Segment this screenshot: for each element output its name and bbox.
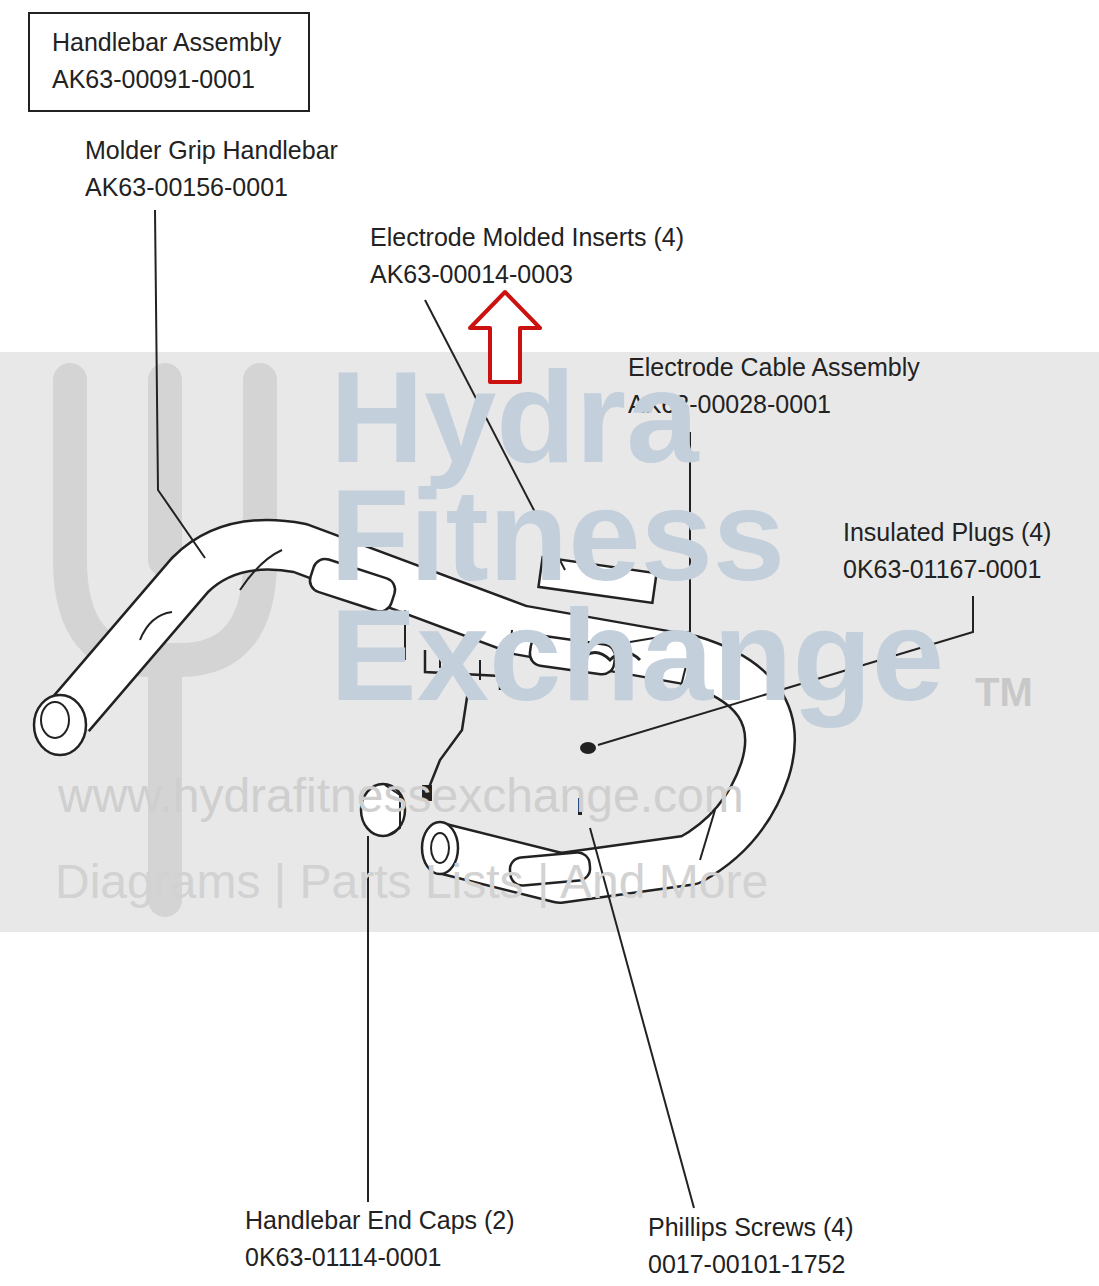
part-label: 0K63-01167-0001	[843, 555, 1041, 584]
part-label: AK63-00014-0003	[370, 260, 573, 289]
watermark-text: Diagrams | Parts Lists | And More	[55, 858, 768, 906]
part-label: 0K63-01114-0001	[245, 1243, 441, 1272]
part-label: Handlebar End Caps (2)	[245, 1206, 515, 1235]
part-label: AK63-00156-0001	[85, 173, 288, 202]
watermark-text: Fitness	[330, 470, 785, 600]
watermark-text: Exchange	[330, 590, 944, 720]
watermark-text: TM	[975, 672, 1033, 712]
title-text: Handlebar Assembly	[52, 28, 286, 57]
part-label: Molder Grip Handlebar	[85, 136, 338, 165]
title-text: AK63-00091-0001	[52, 65, 286, 94]
part-label: 0017-00101-1752	[648, 1250, 845, 1279]
part-label: Insulated Plugs (4)	[843, 518, 1051, 547]
watermark-text: Hydra	[330, 352, 698, 482]
part-label: Phillips Screws (4)	[648, 1213, 854, 1242]
leader-line	[155, 210, 973, 1208]
part-label: Electrode Molded Inserts (4)	[370, 223, 684, 252]
watermark-text: www.hydrafitnessexchange.com	[58, 772, 744, 820]
watermark-band	[0, 352, 1099, 932]
title-box: Handlebar AssemblyAK63-00091-0001	[28, 12, 310, 112]
